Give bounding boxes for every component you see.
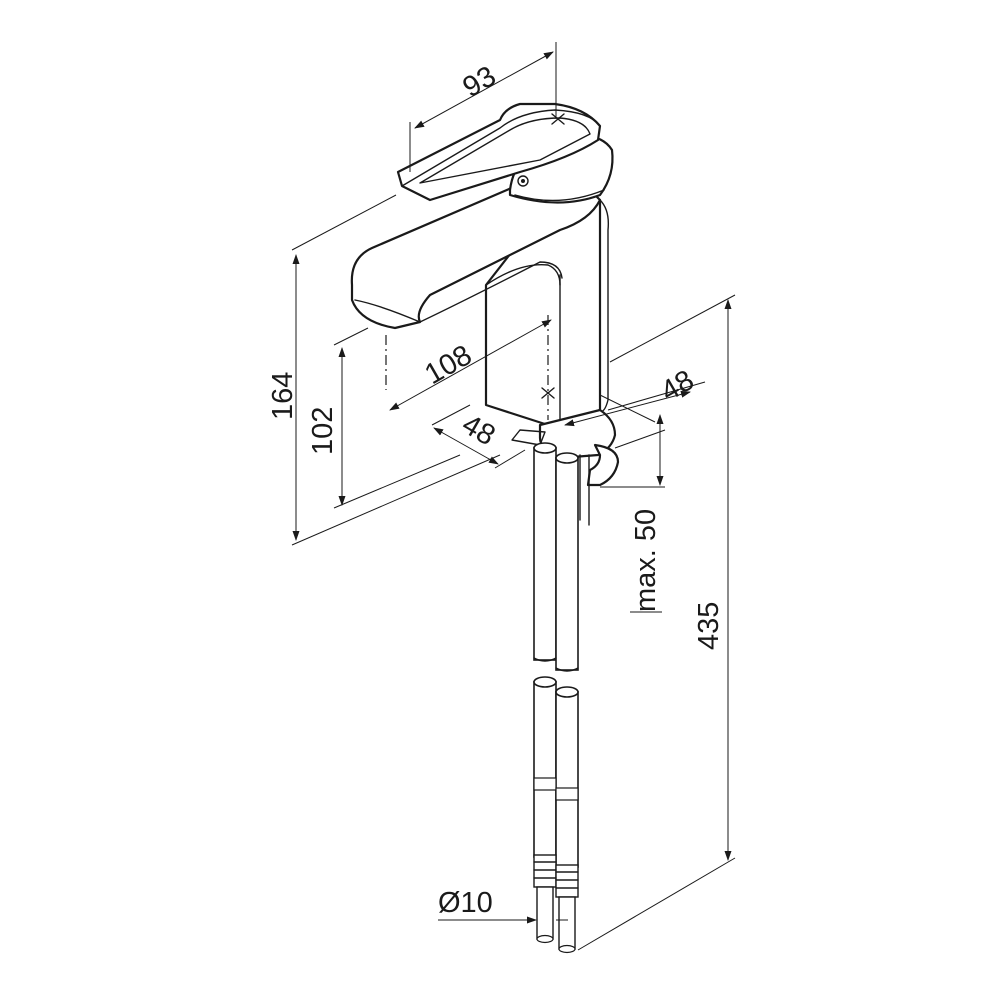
dimension-labels: 93 164 102 108 48 48 max. 50 435 Ø10 (267, 60, 725, 919)
dim-93: 93 (458, 60, 502, 104)
dim-435: 435 (693, 602, 725, 650)
dim-108: 108 (420, 339, 478, 391)
dim-diameter-10: Ø10 (438, 887, 493, 919)
dim-max-50: max. 50 (630, 509, 662, 612)
supply-hoses (533, 442, 579, 954)
dim-102: 102 (307, 407, 339, 455)
dim-48-left: 48 (457, 408, 501, 452)
dim-48-right: 48 (656, 364, 700, 408)
dim-164: 164 (267, 372, 299, 420)
dimension-lines (291, 42, 736, 951)
